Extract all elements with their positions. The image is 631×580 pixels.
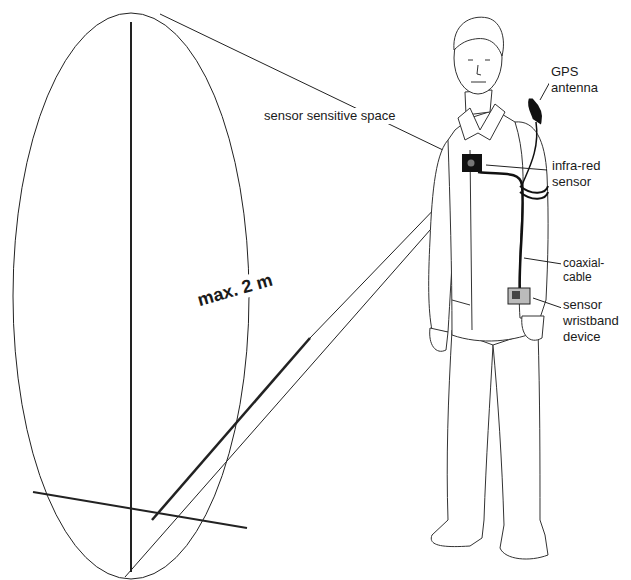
arm-strap bbox=[520, 186, 548, 199]
face bbox=[468, 60, 490, 82]
part-label: GPS antenna bbox=[549, 64, 629, 96]
leg bbox=[493, 330, 548, 559]
part-label: coaxial-cable bbox=[561, 256, 629, 284]
equipment bbox=[462, 100, 548, 304]
shirt-line bbox=[452, 150, 472, 330]
leader-line bbox=[524, 258, 562, 264]
wristband-device bbox=[508, 288, 530, 304]
part-label: infra-red sensor bbox=[550, 158, 624, 190]
cone-line bbox=[160, 14, 470, 163]
collar bbox=[458, 104, 505, 140]
person-figure bbox=[429, 17, 548, 559]
cone-line bbox=[125, 180, 474, 577]
hair bbox=[454, 17, 504, 56]
infra-red-sensor bbox=[462, 154, 482, 172]
gps-antenna bbox=[529, 100, 540, 122]
sensor-space bbox=[13, 13, 474, 579]
leader-line bbox=[533, 298, 562, 308]
coaxial-cable bbox=[478, 172, 523, 296]
leader-lines bbox=[486, 80, 562, 308]
range-line bbox=[152, 338, 310, 520]
antenna-cable bbox=[522, 122, 537, 185]
leader-line bbox=[486, 165, 547, 170]
sensor-lens bbox=[468, 160, 475, 167]
axis-line bbox=[33, 492, 247, 528]
dimension-label: max. 2 m bbox=[193, 268, 277, 311]
device-display bbox=[512, 291, 520, 299]
hand bbox=[522, 316, 544, 340]
axis-line bbox=[130, 22, 132, 572]
part-label: sensor wristband device bbox=[561, 297, 629, 345]
leg bbox=[431, 330, 493, 547]
region-label: sensor sensitive space bbox=[262, 108, 398, 124]
hand bbox=[430, 328, 448, 351]
